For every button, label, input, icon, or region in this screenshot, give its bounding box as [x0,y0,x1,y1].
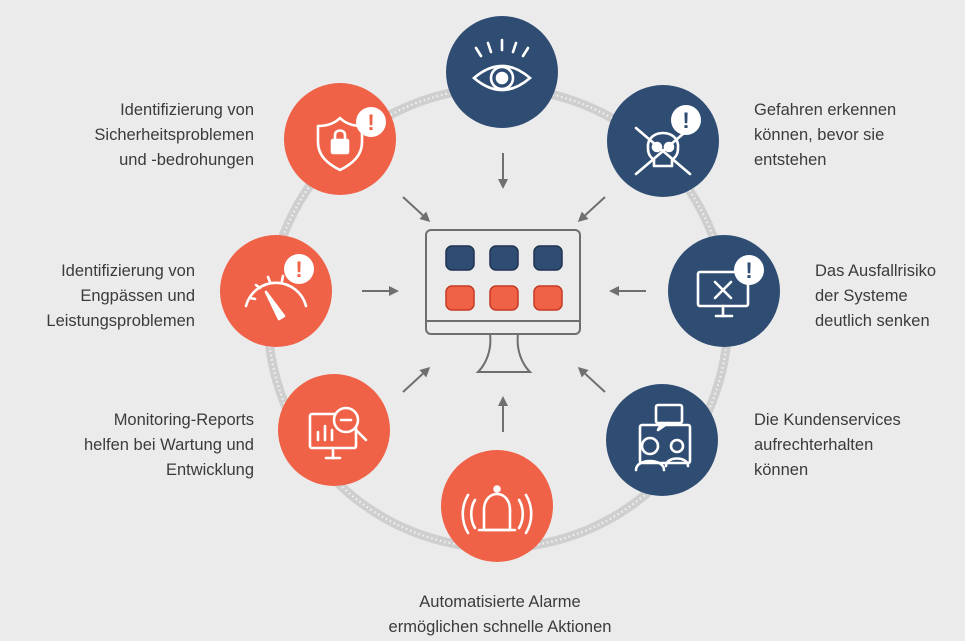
node-support [606,384,718,496]
benefit-nodes: ! ! [220,16,780,562]
node-danger: ! [607,85,719,197]
warning-badge [734,255,764,285]
warning-badge [284,254,314,284]
svg-text:!: ! [745,258,752,283]
arrow-bottom-left [402,366,431,393]
label-danger: Gefahren erkennen können, bevor sie ents… [754,101,897,169]
navy-dashboard-tile [489,245,519,271]
dashboard-monitor-icon [425,229,581,373]
node-performance: ! [220,235,332,347]
dashboard-tiles [445,245,563,311]
speedometer-warning-icon [244,274,308,321]
arrow-top-left [402,196,431,223]
arrows [362,153,646,432]
node-eye [446,16,558,128]
label-security: Identifizierung von Sicherheitsproblemen… [94,101,254,169]
eye-icon [472,38,532,92]
coral-dashboard-tile [445,285,475,311]
customer-support-icon [634,403,692,472]
monitor-error-warning-icon [696,270,750,318]
svg-text:!: ! [682,108,689,133]
arrow-bottom-right [577,366,606,393]
node-alarm [441,450,553,562]
svg-text:!: ! [367,110,374,135]
label-support: Die Kundenservices aufrechterhalten könn… [754,411,901,479]
coral-dashboard-tile [489,285,519,311]
report-analysis-icon [308,406,368,460]
coral-dashboard-tile [533,285,563,311]
node-security: ! [284,83,396,195]
alarm-bell-icon [461,485,533,535]
label-alarm: Automatisierte Alarme ermöglichen schnel… [388,593,612,636]
warning-badge [671,105,701,135]
shield-lock-warning-icon [316,116,364,172]
label-reports: Monitoring-Reports helfen bei Wartung un… [83,411,254,479]
warning-badge [356,107,386,137]
navy-dashboard-tile [533,245,563,271]
label-performance: Identifizierung von Engpässen und Leistu… [46,262,195,330]
navy-dashboard-tile [445,245,475,271]
node-reports [278,374,390,486]
svg-text:!: ! [295,257,302,282]
node-failure: ! [668,235,780,347]
skull-crossbones-warning-icon [634,126,692,176]
label-failure: Das Ausfallrisiko der Systeme deutlich s… [815,262,937,330]
arrow-top-right [577,196,606,223]
